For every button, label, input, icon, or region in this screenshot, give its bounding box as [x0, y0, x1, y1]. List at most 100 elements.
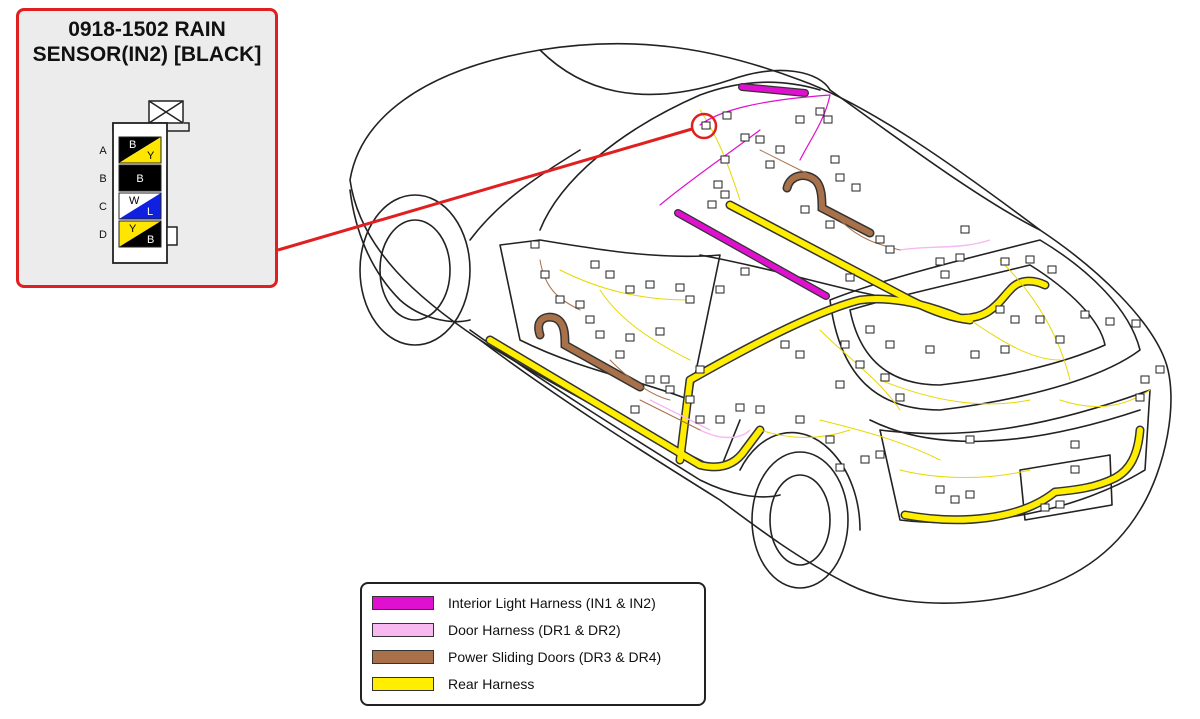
harness-connector: [1070, 465, 1080, 474]
harness-connector: [1131, 319, 1141, 328]
windshield-lower: [469, 149, 581, 241]
legend-item-rear-harness: Rear Harness: [372, 675, 534, 693]
harness-connector: [885, 245, 895, 254]
harness-connector: [655, 327, 665, 336]
harness-connector: [1055, 335, 1065, 344]
windshield: [539, 81, 821, 231]
harness-connector: [780, 340, 790, 349]
harness-connector: [1070, 440, 1080, 449]
harness-connector: [722, 111, 732, 120]
pin-cell-a: BY: [118, 136, 162, 164]
harness-connector: [1035, 315, 1045, 324]
harness-connector: [895, 393, 905, 402]
harness-connector: [715, 415, 725, 424]
harness-connector: [530, 240, 540, 249]
legend-item-interior-light: Interior Light Harness (IN1 & IN2): [372, 594, 656, 612]
harness-connector: [1155, 365, 1165, 374]
harness-connector: [645, 280, 655, 289]
rear-window: [849, 264, 1106, 386]
harness-connector: [835, 173, 845, 182]
harness-connector: [795, 350, 805, 359]
harness-connector: [875, 235, 885, 244]
harness-connector: [795, 415, 805, 424]
harness-connector: [960, 225, 970, 234]
harness-connector: [595, 330, 605, 339]
harness-connector: [555, 295, 565, 304]
harness-connector: [675, 283, 685, 292]
harness-connector: [840, 340, 850, 349]
harness-connector: [630, 405, 640, 414]
harness-connector: [660, 375, 670, 384]
harness-connector: [735, 403, 745, 412]
harness-connector: [995, 305, 1005, 314]
pin-wire-color: B: [129, 139, 136, 151]
harness-connector: [795, 115, 805, 124]
harness-connector: [835, 463, 845, 472]
legend: Interior Light Harness (IN1 & IN2) Door …: [360, 582, 706, 706]
harness-connector: [625, 333, 635, 342]
harness-connector: [835, 380, 845, 389]
car-silhouette: [349, 42, 1172, 604]
rear-wheel: [751, 451, 849, 589]
harness-connector: [585, 315, 595, 324]
roof-line: [539, 49, 831, 96]
tailgate-line: [869, 409, 1141, 443]
harness-connector: [740, 133, 750, 142]
harness-connector: [860, 455, 870, 464]
harness-connector: [665, 385, 675, 394]
harness-connector: [965, 490, 975, 499]
harness-connector: [720, 155, 730, 164]
harness-connector: [1010, 315, 1020, 324]
harness-connector: [865, 325, 875, 334]
harness-connector: [740, 267, 750, 276]
harness-connector: [855, 360, 865, 369]
callout-title: 0918-1502 RAIN SENSOR(IN2) [BLACK]: [19, 17, 275, 67]
harness-connector: [605, 270, 615, 279]
legend-item-door-harness: Door Harness (DR1 & DR2): [372, 621, 621, 639]
harness-connector: [775, 145, 785, 154]
harness-connector: [825, 220, 835, 229]
harness-connector: [880, 373, 890, 382]
pin-wire-color: B: [147, 234, 154, 246]
harness-connector: [540, 270, 550, 279]
harness-connector: [1105, 317, 1115, 326]
pin-cell-d: YB: [118, 220, 162, 248]
rear-hatch: [829, 239, 1141, 411]
harness-connector: [695, 415, 705, 424]
front-wheel-arch: [349, 189, 471, 323]
harness-connector: [715, 285, 725, 294]
harness-connector: [830, 155, 840, 164]
harness-connector: [707, 200, 717, 209]
callout-title-line1: 0918-1502 RAIN: [68, 18, 226, 41]
harness-connector: [823, 115, 833, 124]
pin-wire-color: W: [129, 195, 140, 207]
harness-connector: [875, 450, 885, 459]
legend-label: Power Sliding Doors (DR3 & DR4): [448, 649, 662, 665]
harness-connector: [713, 180, 723, 189]
pin-cell-c: WL: [118, 192, 162, 220]
harness-connector: [1135, 393, 1145, 402]
side-window: [499, 239, 721, 401]
callout-leader-line: [277, 127, 693, 252]
harness-connector: [1025, 255, 1035, 264]
harness-connector: [590, 260, 600, 269]
harness-connector: [1000, 257, 1010, 266]
harness-connector: [885, 340, 895, 349]
rear-wheel-arch: [739, 431, 861, 531]
harness-connector: [825, 435, 835, 444]
harness-connector: [851, 183, 861, 192]
harness-connector: [845, 273, 855, 282]
legend-swatch: [372, 596, 434, 610]
harness-connector: [800, 205, 810, 214]
harness-connector: [701, 121, 711, 130]
harness-connector: [695, 365, 705, 374]
harness-connector: [625, 285, 635, 294]
harness-connector: [1080, 310, 1090, 319]
legend-label: Door Harness (DR1 & DR2): [448, 622, 621, 638]
harness-connector: [1140, 375, 1150, 384]
harness-connector: [970, 350, 980, 359]
